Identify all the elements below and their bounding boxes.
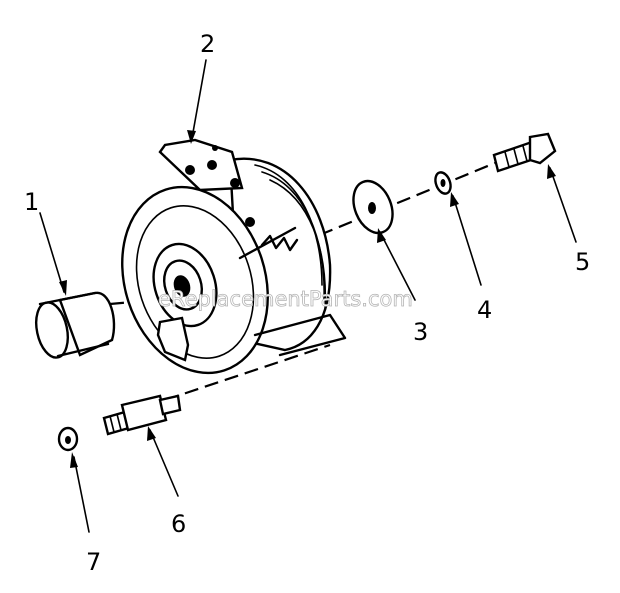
callout-2: 2 [200,30,215,58]
part-7-lock-washer [57,426,79,452]
callout-6: 6 [171,510,186,538]
leader-lines [39,59,577,533]
callout-labels: 1 2 3 4 5 6 7 [24,30,590,576]
part-3-washer [352,179,394,235]
callout-5: 5 [575,248,590,276]
callout-3: 3 [413,318,428,346]
watermark-text: eReplacementParts.com [158,287,413,311]
part-6-stud [102,394,182,436]
callout-1: 1 [24,188,39,216]
part-1-bushing [35,291,116,359]
part-4-lock-washer [434,171,452,195]
part-2-clutch [121,138,347,375]
callout-7: 7 [86,548,101,576]
callout-4: 4 [477,296,492,324]
part-5-bolt [492,132,557,173]
